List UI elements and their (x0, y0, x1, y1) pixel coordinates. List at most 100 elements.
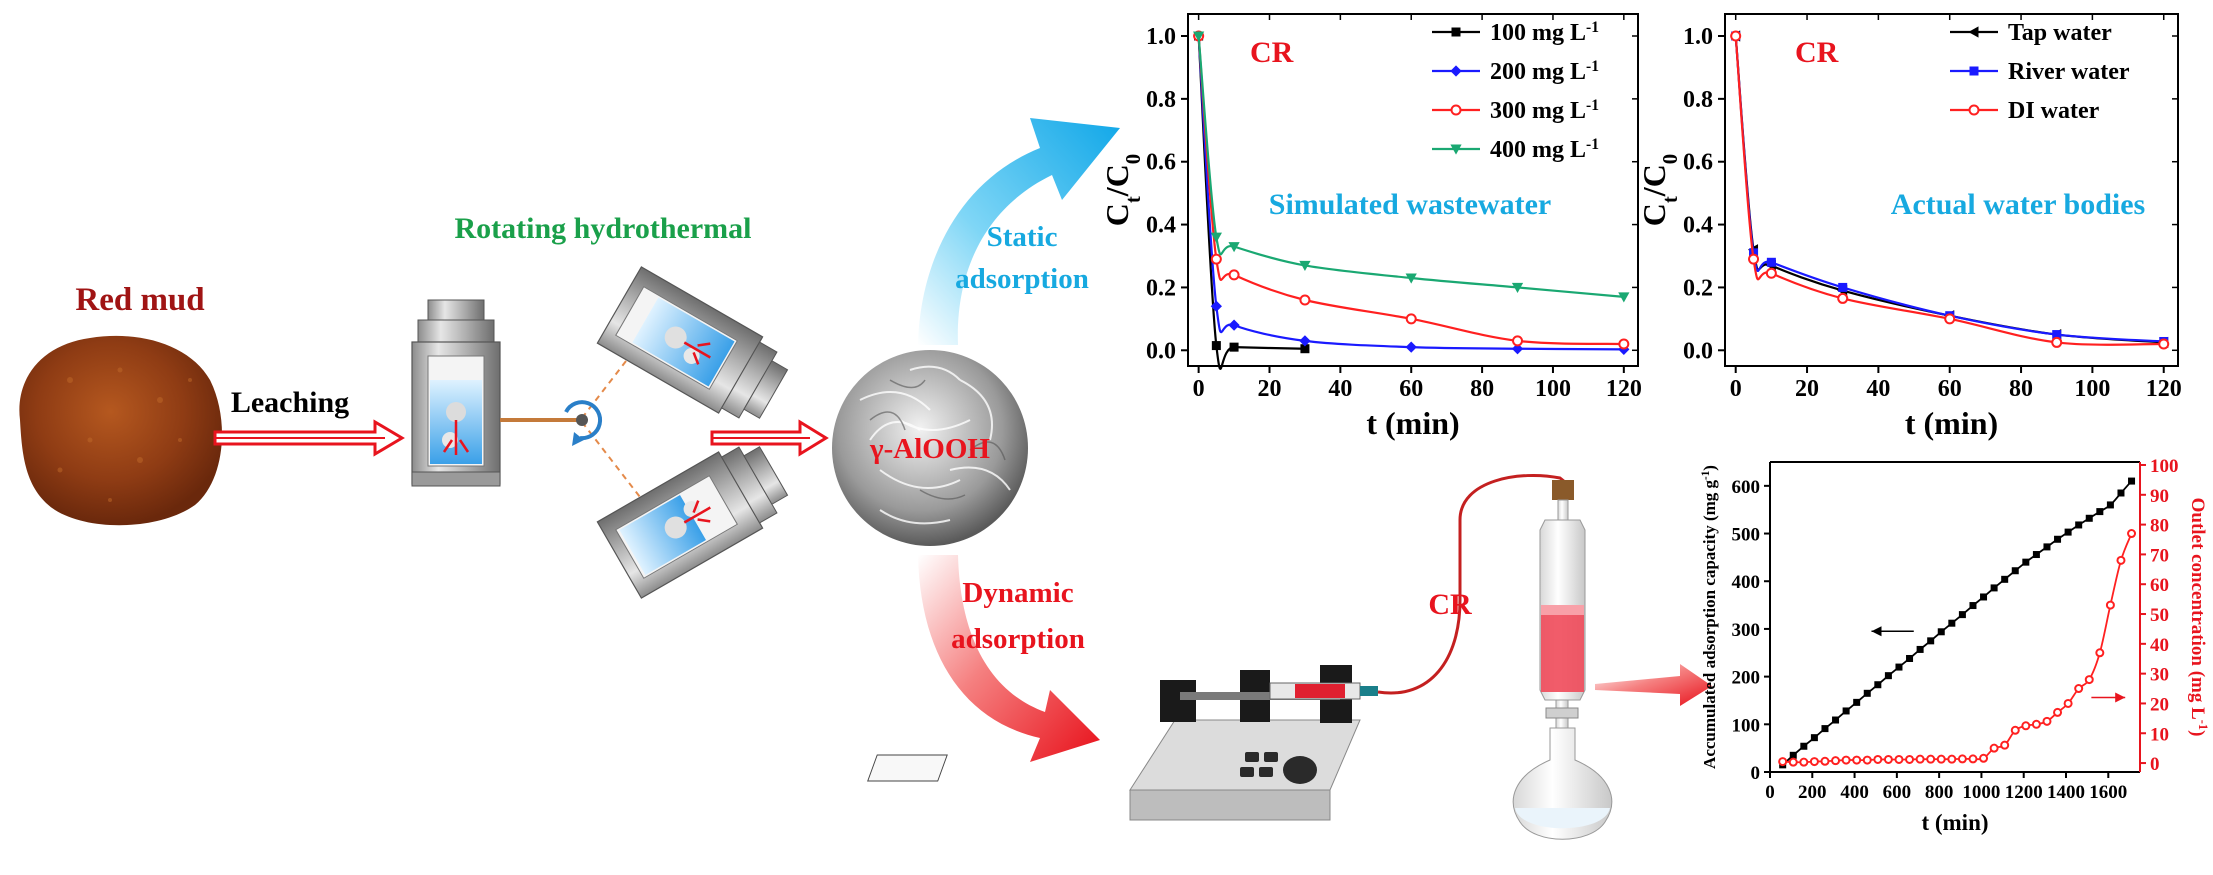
y-tick-label: 600 (1732, 477, 1761, 498)
static-adsorption-arrow (918, 118, 1120, 345)
data-point (1821, 725, 1829, 733)
y2-tick-label: 40 (2150, 635, 2169, 656)
data-point (2085, 514, 2093, 522)
data-point (1915, 754, 1925, 764)
data-point (2063, 698, 2073, 708)
right-axis-pointer-head (2115, 692, 2126, 703)
cr-label: CR (1428, 588, 1472, 621)
data-point (2054, 535, 2062, 543)
y-tick-label: 1.0 (1146, 24, 1176, 50)
data-point (1766, 257, 1776, 267)
data-point (1748, 253, 1760, 265)
data-point (1958, 611, 1966, 619)
data-point (1800, 742, 1808, 750)
data-point (1820, 756, 1830, 766)
annotation-label: Simulated wastewater (1269, 188, 1551, 221)
data-point (2074, 684, 2084, 694)
legend-marker (1451, 27, 1461, 37)
data-point (1874, 681, 1882, 689)
y2-tick-label: 0 (2150, 754, 2160, 775)
legend-marker (1969, 66, 1979, 76)
data-point (1895, 663, 1903, 671)
y-axis-label: Accumulated adsorption capacity (mg g-1) (1700, 465, 1719, 769)
data-point (1990, 584, 1998, 592)
series-line (1782, 533, 2133, 764)
plot-frame (1724, 13, 2179, 367)
data-point (2032, 551, 2040, 559)
dynamic-label-1: Dynamic (962, 577, 1073, 609)
y2-tick-label: 30 (2150, 665, 2169, 686)
x-tick-label: 0 (1730, 376, 1742, 402)
data-point (2064, 528, 2072, 536)
data-point (2116, 555, 2126, 565)
data-point (2096, 508, 2104, 516)
data-point (2021, 721, 2031, 731)
legend-label: River water (2008, 59, 2130, 85)
data-point (1884, 672, 1892, 680)
x-tick-label: 600 (1883, 782, 1912, 803)
panel-label: CR (1795, 36, 1839, 69)
data-point (2001, 575, 2009, 583)
y-tick-label: 500 (1732, 525, 1761, 546)
data-point (1852, 755, 1862, 765)
x-tick-label: 20 (1795, 376, 1819, 402)
data-point (1810, 734, 1818, 742)
y-tick-label: 0.2 (1683, 275, 1713, 301)
x-axis-label: t (min) (1366, 405, 1459, 441)
x-tick-label: 1400 (2047, 782, 2085, 803)
y-tick-label: 0.0 (1146, 338, 1176, 364)
collection-flask-icon (1512, 727, 1613, 840)
y-tick-label: 0.8 (1683, 87, 1713, 113)
y-tick-label: 400 (1732, 572, 1761, 593)
gamma-alooh-flower-icon (832, 350, 1028, 546)
data-point (2105, 600, 2115, 610)
dynamic-label-2: adsorption (951, 623, 1085, 655)
data-point (1873, 754, 1883, 764)
data-point (1210, 253, 1222, 265)
data-point (2053, 707, 2063, 717)
data-point (1980, 593, 1988, 601)
x-tick-label: 40 (1328, 376, 1352, 402)
legend-label: Tap water (2008, 20, 2112, 46)
left-axis-pointer-head (1871, 626, 1882, 637)
data-point (1832, 716, 1840, 724)
data-point (2052, 330, 2062, 340)
data-point (2000, 740, 2010, 750)
data-point (1957, 754, 1967, 764)
data-point (1300, 344, 1310, 354)
data-point (2117, 489, 2125, 497)
data-point (2127, 529, 2137, 539)
data-point (1511, 282, 1524, 294)
data-point (1853, 698, 1861, 706)
data-point (2106, 501, 2114, 509)
x-tick-label: 100 (2074, 376, 2110, 402)
data-point (1193, 31, 1205, 42)
autoclave-tilted-bottom-icon (596, 446, 789, 599)
legend-marker (1450, 144, 1462, 155)
legend-label: 300 mg L-1 (1490, 97, 1599, 125)
x-tick-label: 200 (1798, 782, 1827, 803)
data-point (2011, 567, 2019, 575)
data-point (1968, 754, 1978, 764)
data-point (1789, 751, 1797, 759)
adsorption-column-icon (1539, 480, 1586, 729)
y-tick-label: 100 (1732, 715, 1761, 736)
data-point (1969, 602, 1977, 610)
static-label-1: Static (987, 221, 1058, 253)
data-point (1862, 755, 1872, 765)
syringe-pump-icon (867, 665, 1378, 821)
data-point (1511, 343, 1524, 355)
data-point (1916, 645, 1924, 653)
y-tick-label: 300 (1732, 620, 1761, 641)
x-tick-label: 20 (1257, 376, 1281, 402)
data-point (1765, 267, 1777, 279)
data-point (1799, 757, 1809, 767)
y-axis-label: Ct/C0 (1099, 154, 1145, 226)
x-tick-label: 80 (1470, 376, 1494, 402)
x-axis-label: t (min) (1905, 405, 1998, 441)
dynamic-adsorption-arrow (918, 555, 1100, 762)
legend-marker (1968, 104, 1980, 116)
